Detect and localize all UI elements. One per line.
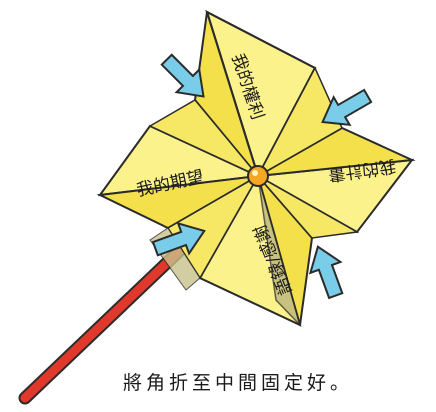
arrow-icon — [321, 88, 373, 127]
blade-bottom-shadow — [257, 175, 301, 326]
arrow-icon — [308, 245, 344, 300]
pinwheel-blades — [96, 10, 416, 327]
pin-icon — [247, 165, 269, 187]
instruction-caption: 將角折至中間固定好。 — [123, 372, 354, 394]
arrow-icon — [160, 53, 205, 98]
arrow-icon — [151, 221, 206, 257]
